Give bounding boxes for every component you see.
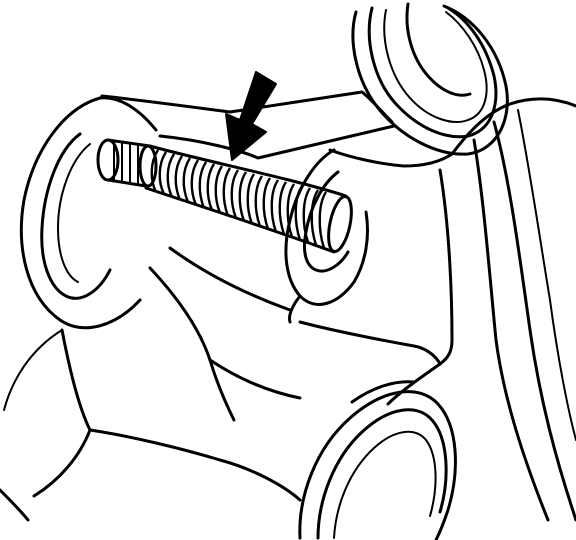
adjuster-screw: [96, 138, 353, 254]
lower-right-bore: [298, 380, 457, 540]
arrow-down-right-icon: [225, 71, 277, 161]
casting-body: [0, 90, 576, 522]
splined-end: [96, 138, 158, 188]
upper-right-bore: [351, 2, 509, 156]
screw-threads: [150, 149, 328, 249]
left-boss-bore: [19, 96, 158, 330]
